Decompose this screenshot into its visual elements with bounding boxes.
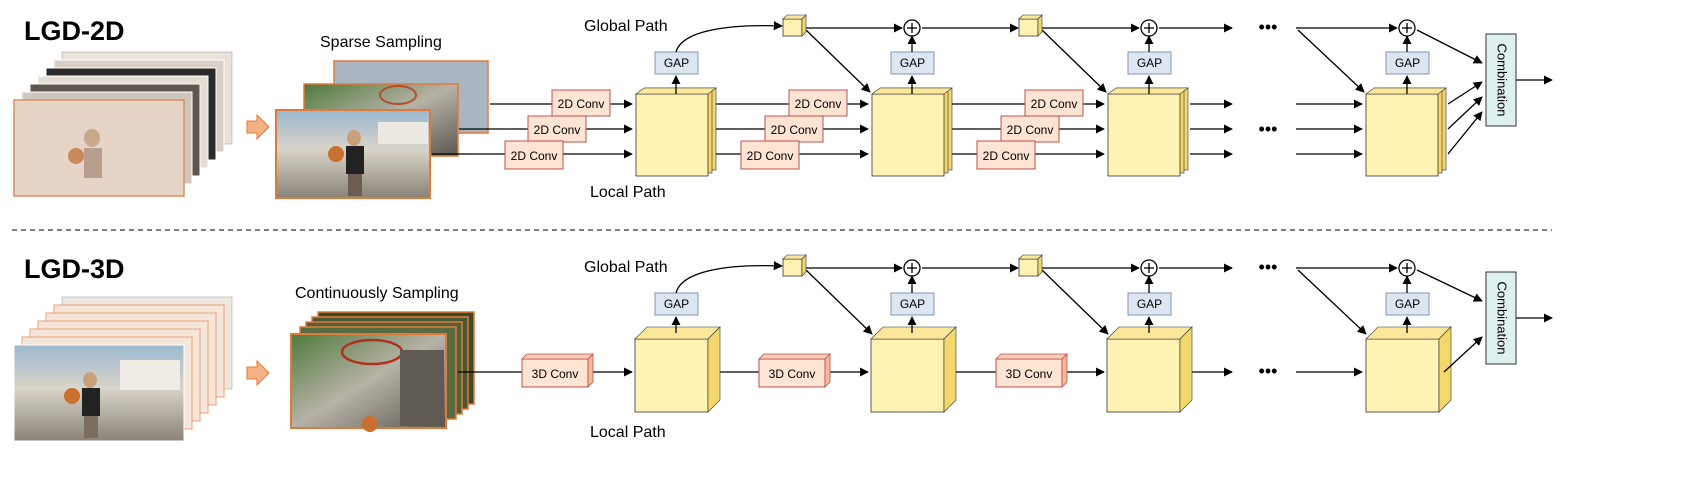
bottom-conv-label: 3D Conv <box>769 367 816 381</box>
top-gap-label: GAP <box>664 56 689 70</box>
top-ellipsis: ••• <box>1259 119 1278 139</box>
top-input-clip-stack <box>13 51 233 197</box>
bottom-ellipsis: ••• <box>1259 361 1278 381</box>
top-local-path-label: Local Path <box>590 184 666 201</box>
top-gap-label: GAP <box>1137 56 1162 70</box>
top-global-wiring <box>671 21 1553 155</box>
bottom-gap-label: GAP <box>1137 297 1162 311</box>
bottom-gap-label: GAP <box>664 297 689 311</box>
top-conv-label: 2D Conv <box>511 149 558 163</box>
bottom-title: LGD-3D <box>24 254 125 284</box>
bottom-global-path-label: Global Path <box>584 259 668 276</box>
top-feature-stack-3 <box>1107 87 1189 177</box>
top-conv-label: 2D Conv <box>795 97 842 111</box>
top-sampling-arrow <box>246 113 270 141</box>
bottom-feature-cube-1 <box>634 326 721 413</box>
bottom-sampled-frames <box>290 311 475 432</box>
top-global-cube-2 <box>1018 14 1043 37</box>
top-gap-label: GAP <box>900 56 925 70</box>
bottom-feature-cube-3 <box>1106 326 1193 413</box>
bottom-conv-2: 3D Conv <box>758 353 831 388</box>
bottom-combination-box: Combination <box>1485 271 1517 365</box>
top-conv-label: 2D Conv <box>771 123 818 137</box>
top-gap-label: GAP <box>1395 56 1420 70</box>
bottom-global-cube-2 <box>1018 254 1043 277</box>
bottom-panel: LGD-3D Continuously Sampling <box>13 254 1553 442</box>
bottom-global-cube-1 <box>782 254 807 277</box>
top-conv-label: 2D Conv <box>558 97 605 111</box>
top-feature-stack-1 <box>635 87 717 177</box>
bottom-input-clip-stack <box>13 296 233 442</box>
top-conv-label: 2D Conv <box>1031 97 1078 111</box>
top-conv-group-2: 2D Conv 2D Conv 2D Conv <box>740 89 848 170</box>
bottom-conv-label: 3D Conv <box>532 367 579 381</box>
top-conv-label: 2D Conv <box>747 149 794 163</box>
top-title: LGD-2D <box>24 16 125 46</box>
top-global-path-label: Global Path <box>584 18 668 35</box>
top-global-cube-1 <box>782 14 807 37</box>
bottom-sampling-label: Continuously Sampling <box>295 285 459 302</box>
top-sampled-frames <box>275 60 489 199</box>
bottom-sampling-arrow <box>246 359 270 387</box>
bottom-gap-label: GAP <box>900 297 925 311</box>
top-conv-group-3: 2D Conv 2D Conv 2D Conv <box>976 89 1084 170</box>
bottom-feature-cube-4 <box>1365 326 1452 413</box>
top-conv-label: 2D Conv <box>1007 123 1054 137</box>
bottom-sum-nodes <box>903 259 1416 277</box>
top-conv-group-1: 2D Conv 2D Conv 2D Conv <box>504 89 611 170</box>
bottom-conv-label: 3D Conv <box>1006 367 1053 381</box>
top-feature-stack-2 <box>871 87 953 177</box>
top-combination-box: Combination <box>1485 33 1517 127</box>
bottom-gap-label: GAP <box>1395 297 1420 311</box>
bottom-gap-boxes: GAP GAP GAP GAP <box>654 292 1430 316</box>
top-gap-boxes: GAP GAP GAP GAP <box>654 51 1430 75</box>
bottom-ellipsis: ••• <box>1259 257 1278 277</box>
top-combination-label: Combination <box>1495 44 1510 117</box>
bottom-combination-label: Combination <box>1495 282 1510 355</box>
top-conv-label: 2D Conv <box>983 149 1030 163</box>
bottom-local-path-label: Local Path <box>590 424 666 441</box>
bottom-global-wiring <box>671 261 1553 373</box>
bottom-feature-cube-2 <box>870 326 957 413</box>
top-ellipsis: ••• <box>1259 17 1278 37</box>
top-feature-stack-4 <box>1365 87 1447 177</box>
top-sampling-label: Sparse Sampling <box>320 34 442 51</box>
bottom-conv-3: 3D Conv <box>995 353 1068 388</box>
bottom-conv-1: 3D Conv <box>521 353 594 388</box>
top-sum-nodes <box>903 19 1416 37</box>
top-panel: LGD-2D Sparse Sampling <box>13 14 1553 201</box>
top-conv-label: 2D Conv <box>534 123 581 137</box>
